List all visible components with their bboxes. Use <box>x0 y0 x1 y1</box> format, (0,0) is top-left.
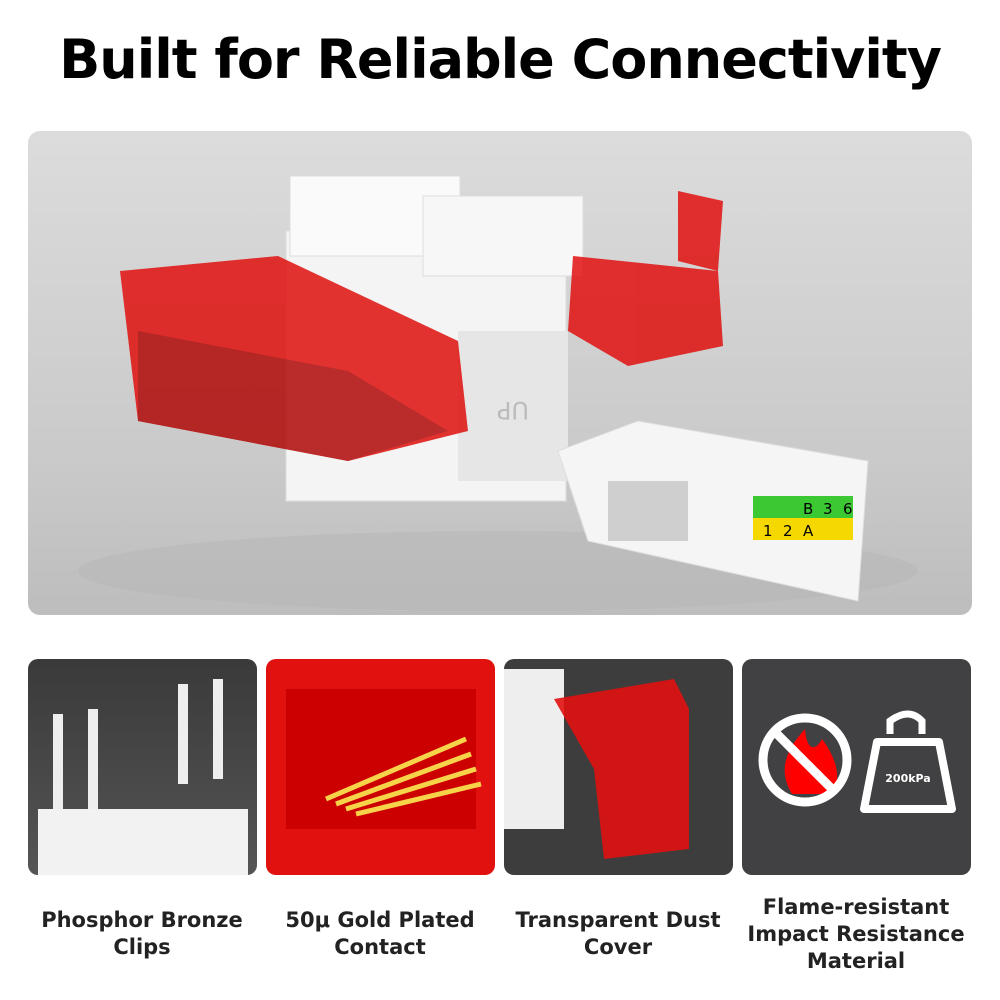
hero-product-image: UP 1 2 B A 3 6 <box>28 131 972 615</box>
caption-material: Flame-resistant Impact Resistance Materi… <box>747 895 965 973</box>
page-title: Built for Reliable Connectivity <box>59 28 942 91</box>
pressure-label: 200kPa <box>885 772 930 785</box>
svg-text:3: 3 <box>823 500 833 518</box>
wire-cap: 1 2 B A 3 6 <box>557 420 869 602</box>
no-flame-icon <box>758 713 852 807</box>
red-dust-cover-right <box>568 191 723 366</box>
feature-tile-bronze-clips <box>28 659 257 875</box>
svg-text:1: 1 <box>763 522 773 540</box>
feature-tile-material: 200kPa <box>742 659 971 875</box>
weight-icon: 200kPa <box>860 710 956 813</box>
svg-text:B: B <box>803 500 813 518</box>
caption-bronze-clips: Phosphor Bronze Clips <box>41 908 243 959</box>
caption-gold-contact: 50μ Gold Plated Contact <box>285 908 475 959</box>
svg-text:2: 2 <box>783 522 793 540</box>
caption-dust-cover: Transparent Dust Cover <box>515 908 721 959</box>
feature-tile-dust-cover <box>504 659 733 875</box>
up-label: UP <box>497 396 529 424</box>
svg-text:A: A <box>803 522 814 540</box>
svg-text:6: 6 <box>843 500 853 518</box>
red-dust-cover-left <box>120 256 468 461</box>
feature-tile-gold-contacts <box>266 659 495 875</box>
